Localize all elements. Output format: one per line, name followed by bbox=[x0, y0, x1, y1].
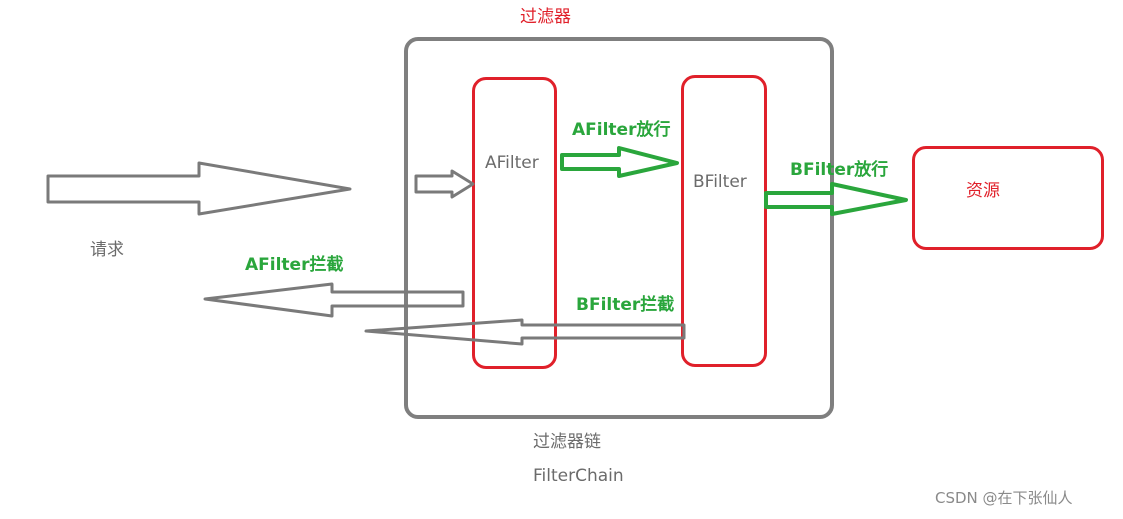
afilter-pass-arrow bbox=[560, 146, 679, 178]
chain-label: 过滤器链 bbox=[533, 432, 601, 452]
afilter-label: AFilter bbox=[485, 153, 539, 173]
bfilter-label: BFilter bbox=[693, 172, 747, 192]
bfilter-box bbox=[681, 75, 767, 367]
request-arrow bbox=[46, 161, 352, 216]
resource-label: 资源 bbox=[966, 181, 1000, 201]
watermark: CSDN @在下张仙人 bbox=[935, 489, 1073, 507]
request-label: 请求 bbox=[90, 240, 124, 260]
bfilter-block-label: BFilter拦截 bbox=[576, 295, 675, 315]
into-afilter-arrow bbox=[414, 169, 475, 199]
bfilter-block-arrow bbox=[364, 318, 686, 346]
bfilter-pass-label: BFilter放行 bbox=[790, 160, 889, 180]
afilter-pass-label: AFilter放行 bbox=[572, 120, 671, 140]
filter-chain-box bbox=[404, 37, 834, 419]
bfilter-pass-arrow bbox=[764, 182, 908, 216]
afilter-block-label: AFilter拦截 bbox=[245, 255, 344, 275]
afilter-box bbox=[472, 77, 557, 369]
resource-box bbox=[912, 146, 1104, 250]
afilter-block-arrow bbox=[203, 282, 465, 318]
title-label: 过滤器 bbox=[520, 7, 571, 27]
chain-label-en: FilterChain bbox=[533, 466, 624, 486]
